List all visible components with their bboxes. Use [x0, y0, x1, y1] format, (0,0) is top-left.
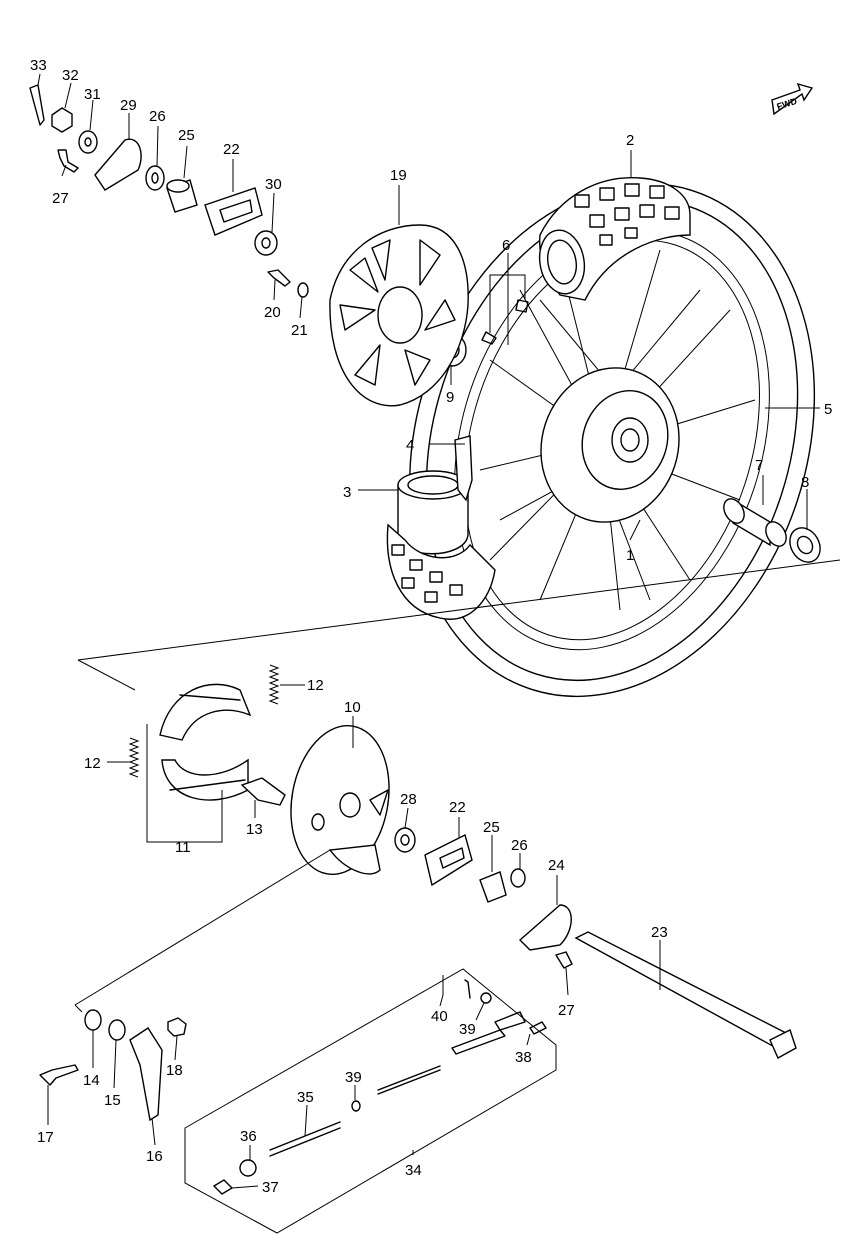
callout-31: 31 [84, 86, 101, 103]
nut-30 [254, 230, 278, 256]
washer-26-upper [145, 165, 165, 191]
callouts: 1 2 3 4 5 6 7 8 9 10 11 12 12 13 14 15 1… [30, 57, 832, 1196]
fwd-arrow-icon: FWD [771, 82, 814, 116]
callout-10: 10 [344, 699, 361, 716]
chain-adjuster-24 [518, 904, 572, 951]
callout-12-upper: 12 [307, 677, 324, 694]
callout-17: 17 [37, 1129, 54, 1146]
callout-40: 40 [431, 1008, 448, 1025]
brake-rod-assembly-box [184, 968, 557, 1234]
collar-28 [394, 827, 416, 853]
tube-section [386, 470, 496, 620]
leader-lines [37, 73, 820, 1189]
nut-37 [212, 1179, 234, 1195]
callout-32: 32 [62, 67, 79, 84]
callout-38: 38 [515, 1049, 532, 1066]
spring-lower [128, 737, 140, 778]
exploded-boundary-lines [74, 559, 841, 1013]
callout-4: 4 [406, 437, 414, 454]
chain-adjuster-22-upper [204, 187, 263, 236]
callout-25-lower: 25 [483, 819, 500, 836]
callout-30: 30 [265, 176, 282, 193]
bearing [789, 527, 821, 563]
callout-2: 2 [626, 132, 634, 149]
spacer-25-upper [166, 179, 198, 213]
callout-12-lower: 12 [84, 755, 101, 772]
bolt-20 [267, 269, 291, 287]
callout-39-lower: 39 [345, 1069, 362, 1086]
callout-3: 3 [343, 484, 351, 501]
callout-24: 24 [548, 857, 565, 874]
callout-33: 33 [30, 57, 47, 74]
joint-36 [239, 1159, 257, 1177]
brake-rod [377, 1011, 526, 1095]
callout-8: 8 [801, 474, 809, 491]
callout-22-upper: 22 [223, 141, 240, 158]
chain-adjuster-left [94, 138, 142, 191]
callout-19: 19 [390, 167, 407, 184]
chain-adjuster-22-lower [424, 833, 473, 887]
callout-6: 6 [502, 237, 510, 254]
washer-14 [84, 1009, 102, 1031]
callout-28: 28 [400, 791, 417, 808]
pin-38 [529, 1021, 547, 1035]
callout-1: 1 [626, 547, 634, 564]
axle-spacer [723, 498, 787, 547]
bolt-27-upper [57, 149, 79, 173]
castle-nut [51, 107, 73, 133]
nut-18 [167, 1017, 187, 1037]
rear-sprocket [329, 224, 469, 407]
callout-18: 18 [166, 1062, 183, 1079]
spoke-nipple [481, 299, 529, 345]
callout-36: 36 [240, 1128, 257, 1145]
rear-axle [574, 931, 797, 1059]
cotter-pin-40 [464, 979, 471, 999]
callout-25-upper: 25 [178, 127, 195, 144]
brake-cam [240, 777, 286, 806]
washer-31 [78, 130, 98, 154]
callout-5: 5 [824, 401, 832, 418]
callout-27-lower: 27 [558, 1002, 575, 1019]
callout-23: 23 [651, 924, 668, 941]
bolt-17 [39, 1064, 79, 1086]
washer-15 [108, 1019, 126, 1041]
bolt-27-lower [555, 951, 573, 969]
callout-22-lower: 22 [449, 799, 466, 816]
brake-cam-lever [129, 1027, 163, 1122]
brake-rod-spring [269, 1121, 341, 1157]
callout-37: 37 [262, 1179, 279, 1196]
callout-35: 35 [297, 1089, 314, 1106]
brake-shoes [159, 683, 252, 801]
callout-27-upper: 27 [52, 190, 69, 207]
callout-39-upper: 39 [459, 1021, 476, 1038]
washer-21 [297, 282, 309, 298]
callout-9: 9 [446, 389, 454, 406]
callout-14: 14 [83, 1072, 100, 1089]
callout-11: 11 [175, 839, 191, 856]
callout-21: 21 [291, 322, 308, 339]
brake-panel [290, 724, 390, 876]
washer-26-lower [510, 868, 526, 888]
callout-7: 7 [755, 457, 763, 474]
callout-34: 34 [405, 1162, 422, 1179]
callout-16: 16 [146, 1148, 163, 1165]
cotter-pin [29, 84, 45, 126]
callout-29: 29 [120, 97, 137, 114]
callout-13: 13 [246, 821, 263, 838]
washer-39 [351, 992, 492, 1112]
callout-26-lower: 26 [511, 837, 528, 854]
callout-26-upper: 26 [149, 108, 166, 125]
callout-15: 15 [104, 1092, 121, 1109]
callout-20: 20 [264, 304, 281, 321]
spacer-25-lower [479, 871, 507, 903]
spring-upper [268, 664, 280, 705]
rim-band [454, 435, 473, 502]
tire-section [538, 177, 691, 301]
